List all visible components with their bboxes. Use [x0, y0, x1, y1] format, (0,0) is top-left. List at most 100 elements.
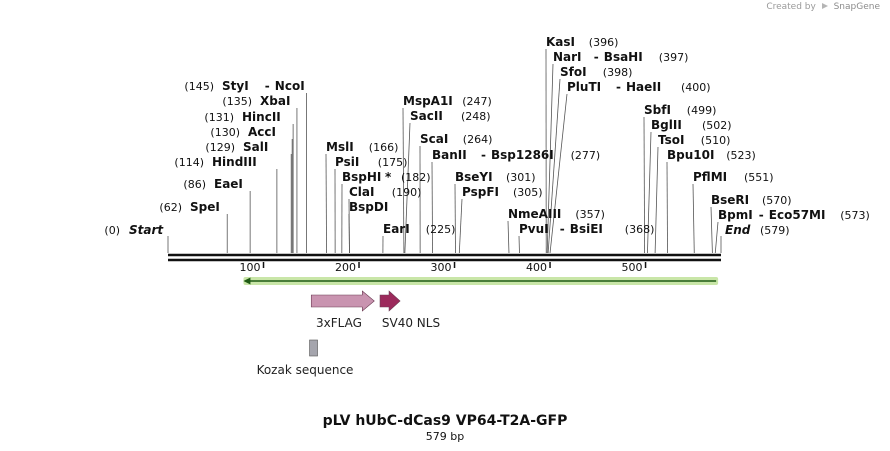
- site-leader-line: [710, 206, 713, 254]
- enzyme-name-acci: AccI: [248, 125, 276, 139]
- enzyme-name-kasi: KasI: [546, 35, 575, 49]
- enzyme-name-eari: EarI: [383, 222, 410, 236]
- site-position: (130): [210, 126, 240, 139]
- site-leader-line: [325, 153, 327, 254]
- site-leader-line: [402, 107, 405, 254]
- enzyme-name-nmeaiii: NmeAIII: [508, 207, 561, 221]
- enzyme-name-banii: BanII: [432, 148, 467, 162]
- site-position: (301): [506, 171, 536, 184]
- tick-label: 100: [240, 261, 261, 274]
- enzyme-name-spei: SpeI: [190, 200, 220, 214]
- site-position: (114): [174, 156, 204, 169]
- feature-label: 3xFLAG: [316, 316, 362, 330]
- site-position: (129): [205, 141, 235, 154]
- enzyme-name-bglii: BglII: [651, 118, 682, 132]
- enzyme-name-sacii: SacII: [410, 109, 443, 123]
- enzyme-name-hincii: HincII: [242, 110, 281, 124]
- enzyme-name-pluti: PluTI: [567, 80, 601, 94]
- tick-label: 400: [526, 261, 547, 274]
- site-position: (131): [204, 111, 234, 124]
- site-position: (523): [726, 149, 756, 162]
- enzyme-name-bseri: BseRI: [711, 193, 749, 207]
- site-leader-line: [647, 131, 652, 254]
- feature-sv40-nls[interactable]: SV40 NLS: [379, 290, 440, 330]
- enzyme-name-psii: PsiI: [335, 155, 359, 169]
- map-length: 579 bp: [426, 430, 464, 443]
- site-position: (225): [426, 223, 456, 236]
- site-position: (182): [401, 171, 431, 184]
- enzyme-name-pflmi: PflMI: [693, 170, 727, 184]
- enzyme-name-styi: StyI: [222, 79, 249, 93]
- start-label: Start: [129, 223, 164, 237]
- site-position: (502): [702, 119, 732, 132]
- enzyme-name-bspdi: BspDI: [349, 200, 388, 214]
- enzyme-name-bsp1286i: Bsp1286I: [491, 148, 554, 162]
- site-position: (145): [184, 80, 214, 93]
- site-leader-line: [404, 122, 411, 254]
- site-position: (573): [840, 209, 870, 222]
- site-position: (368): [625, 223, 655, 236]
- site-position: (175): [378, 156, 408, 169]
- site-position: (248): [461, 110, 491, 123]
- feature-kozak-sequence[interactable]: Kozak sequence: [257, 339, 354, 377]
- orf-arrow[interactable]: [243, 277, 719, 285]
- tick-label: 500: [622, 261, 643, 274]
- enzyme-name-nari: NarI: [553, 50, 582, 64]
- enzyme-name-bpmi: BpmI: [718, 208, 753, 222]
- methylation-star: *: [385, 170, 392, 184]
- enzyme-separator: -: [265, 79, 270, 93]
- enzyme-separator: -: [560, 222, 565, 236]
- site-position: (499): [687, 104, 717, 117]
- site-position: (396): [589, 36, 619, 49]
- site-position: (305): [513, 186, 543, 199]
- enzyme-name-eco57mi: Eco57MI: [769, 208, 826, 222]
- site-position: (166): [369, 141, 399, 154]
- credit-brand: SnapGene: [833, 2, 880, 12]
- enzyme-name-sfoi: SfoI: [560, 65, 587, 79]
- orf-arrowhead-icon: [243, 277, 251, 285]
- site-leader-line: [458, 198, 463, 254]
- enzyme-name-hindiii: HindIII: [212, 155, 257, 169]
- feature-box[interactable]: [309, 339, 318, 357]
- site-leader-line: [714, 221, 719, 254]
- site-leader-line: [666, 161, 668, 254]
- site-position: (247): [462, 95, 492, 108]
- site-leader-line: [431, 161, 433, 254]
- credit-prefix: Created by: [766, 2, 816, 12]
- end-label: End: [725, 223, 751, 237]
- feature-3xflag[interactable]: 3xFLAG: [310, 290, 375, 330]
- enzyme-name-eaei: EaeI: [214, 177, 243, 191]
- enzyme-name-tsoi: TsoI: [658, 133, 684, 147]
- enzyme-name-xbai: XbaI: [260, 94, 290, 108]
- site-leader-line: [546, 63, 554, 254]
- feature-arrow[interactable]: [379, 290, 401, 312]
- site-position: (570): [762, 194, 792, 207]
- enzyme-name-bpu10i: Bpu10I: [667, 148, 714, 162]
- enzyme-name-bseyi: BseYI: [455, 170, 493, 184]
- enzyme-separator: -: [481, 148, 486, 162]
- site-leader-lines: [167, 48, 722, 254]
- site-leader-line: [549, 93, 568, 254]
- enzyme-name-pspfi: PspFI: [462, 185, 499, 199]
- site-position: (86): [183, 178, 206, 191]
- enzyme-separator: -: [616, 80, 621, 94]
- site-position: (62): [159, 201, 182, 214]
- start-position: (0): [104, 224, 120, 237]
- site-position: (400): [681, 81, 711, 94]
- end-position: (579): [760, 224, 790, 237]
- feature-arrow[interactable]: [310, 290, 375, 312]
- site-leader-line: [507, 220, 510, 254]
- feature-track: 3xFLAG SV40 NLS Kozak sequence: [257, 290, 440, 377]
- site-position: (264): [463, 133, 493, 146]
- enzyme-name-pvui: PvuI: [519, 222, 549, 236]
- enzyme-name-haeii: HaeII: [626, 80, 661, 94]
- snapgene-logo-icon: [821, 3, 828, 9]
- tick-label: 300: [431, 261, 452, 274]
- site-leader-line: [654, 146, 659, 254]
- site-leader-line: [692, 183, 695, 254]
- map-title: pLV hUbC-dCas9 VP64-T2A-GFP: [323, 413, 568, 429]
- site-position: (135): [222, 95, 252, 108]
- site-labels: (62)SpeI(86)EaeI(114)HindIII(129)SalI(13…: [104, 35, 869, 237]
